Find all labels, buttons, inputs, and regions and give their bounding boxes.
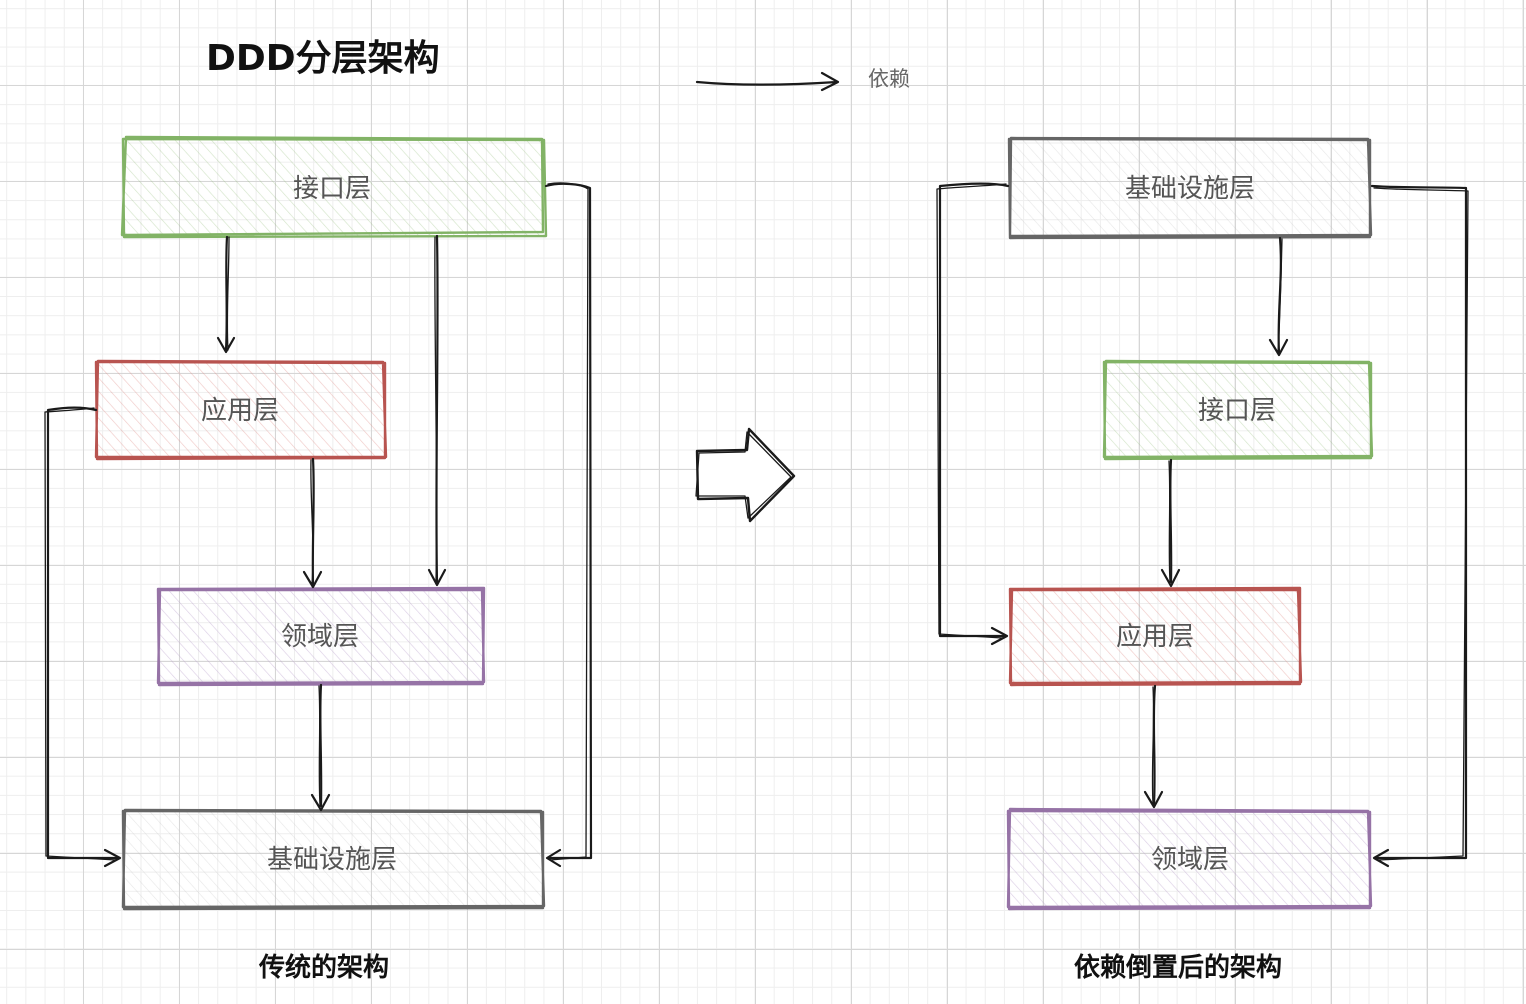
left-layer-domain-label: 领域层 [281, 622, 359, 652]
legend-arrow-icon [695, 71, 840, 92]
right-layer-application[interactable]: 应用层 [1008, 586, 1303, 687]
left-layer-domain[interactable]: 领域层 [156, 586, 486, 687]
right-layer-application-label: 应用层 [1116, 622, 1194, 652]
left-layer-application[interactable]: 应用层 [94, 359, 388, 461]
left-dependency-arrows [44, 182, 593, 868]
left-layer-interface-label: 接口层 [293, 174, 371, 204]
left-layer-application-label: 应用层 [201, 396, 279, 426]
left-diagram-caption: 传统的架构 [258, 952, 389, 983]
left-diagram: 接口层 应用层 领域层 基础设施层 [44, 135, 593, 983]
right-diagram: 基础设施层 接口层 应用层 领域层 [936, 136, 1469, 983]
legend-label: 依赖 [868, 67, 910, 91]
right-layer-domain[interactable]: 领域层 [1006, 807, 1373, 911]
right-layer-infrastructure[interactable]: 基础设施层 [1007, 136, 1373, 240]
right-layer-interface[interactable]: 接口层 [1102, 359, 1374, 461]
right-diagram-caption: 依赖倒置后的架构 [1074, 952, 1282, 983]
left-layer-infrastructure[interactable]: 基础设施层 [121, 808, 546, 911]
left-layer-interface[interactable]: 接口层 [120, 135, 548, 239]
right-layer-infrastructure-label: 基础设施层 [1125, 174, 1255, 204]
right-layer-domain-label: 领域层 [1151, 845, 1229, 875]
right-layer-interface-label: 接口层 [1198, 396, 1276, 426]
legend: 依赖 [695, 67, 910, 92]
left-layer-infrastructure-label: 基础设施层 [267, 845, 397, 875]
right-arrow-icon [695, 427, 796, 523]
page-title: DDD分层架构 [206, 38, 440, 79]
right-dependency-arrows [936, 182, 1469, 868]
